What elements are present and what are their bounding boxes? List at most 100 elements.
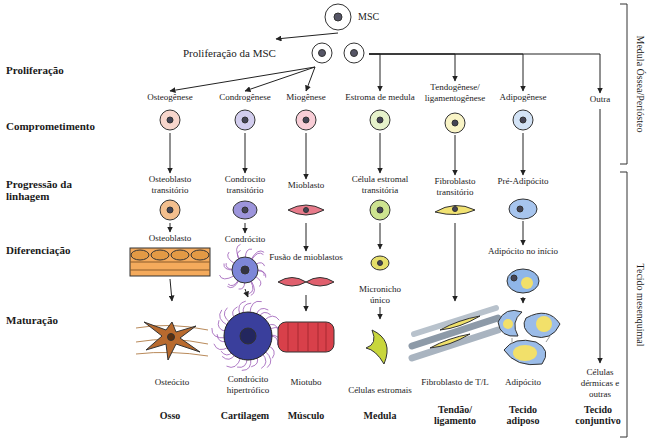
row-label: Comprometimento [6,120,116,132]
osteoblast [191,250,209,260]
stage-label: MSC [358,11,379,23]
early-adipocyte [507,269,539,293]
osteoblast [131,250,149,260]
stage-node: Células estromais [347,320,413,396]
myoblast [278,278,306,287]
stage-node: Condrócito hipertrófico [213,298,283,396]
lineage-arrow [523,297,524,303]
nucleus [378,261,383,266]
lipid-droplet [503,319,513,329]
nucleus [334,13,342,21]
myotube [278,322,334,352]
stage-label: Fibroblasto de T/L [405,377,505,388]
lineage-arrow [170,67,315,91]
stage-node: Osteoblasto transitório [138,174,202,222]
nucleus [242,117,248,123]
osteoblasts [131,250,209,260]
lineage-arrow [523,133,524,175]
cell [160,110,180,130]
stage-node: Outra [580,94,620,108]
cell [371,256,389,270]
lineage-arrow [306,223,307,251]
fiber [251,280,255,295]
osteoblast [171,250,189,260]
stage-node: Micronicho único [348,250,412,306]
lineage-arrow [380,133,381,173]
fiber [255,276,261,286]
stage-label: Condrócito hipertrófico [213,374,283,396]
lineage-arrow [600,109,601,363]
stage-label: Fusão de mioblastos [264,252,348,263]
nucleus [241,266,249,274]
nucleus [511,275,517,281]
daughter-cell [344,43,364,63]
stage-label: Osteócito [134,377,210,388]
lineage-arrow [245,133,246,173]
lipid-droplet [536,316,552,332]
cells [130,4,560,370]
fiber [228,280,238,286]
cell [370,200,390,220]
fiber [414,308,496,334]
row-label: Proliferação [6,64,96,76]
tissue-label: Músculo [276,410,336,421]
stage-node: Condrócito [215,234,275,288]
lineage-arrow [380,223,381,249]
stage-label: Micronicho único [348,284,412,306]
lineage-arrow [170,279,172,301]
row-label: Progressão da linhagem [6,178,90,202]
lineage-arrow [523,221,524,245]
fiber [220,275,235,279]
nucleus [304,208,309,213]
stage-label: Miogênese [277,92,335,103]
adipocyte [524,313,560,337]
tissue-label: Osso [137,410,203,421]
stage-label: Proliferação da MSC [183,47,369,60]
nuclei [167,117,526,126]
nucleus [167,117,173,123]
stage-label: Pré-Adipócito [488,176,558,187]
stage-node: Mioblasto [276,180,336,222]
stage-label: Célula estromal transitória [345,174,415,196]
stage-node: Células dérmicas e outras [575,364,625,400]
stage-node: Osteogênese [137,92,203,132]
cell [235,110,255,130]
matrix [130,262,210,270]
stage-label: Tendogênese/ ligamentogênese [415,82,495,104]
lineage-arrow [369,54,600,93]
cell [288,205,324,215]
tissue-label: Tecido conjuntivo [571,404,625,426]
lipid-droplet [513,345,537,361]
cell [445,113,465,133]
tissue-label: Tecido adiposo [495,404,551,426]
nucleus [377,207,383,213]
tendon-fibers [412,308,498,358]
stage-node: Adipogênese [490,92,556,132]
osteoblast-layer [130,248,210,276]
fibroblast [440,316,480,330]
stage-label: Condrócito [215,234,275,245]
stage-label: Estroma de medula [342,92,418,103]
maturation-arrow [512,336,550,344]
nuclei [167,206,523,213]
brackets [620,4,627,437]
stage-label: Células estromais [347,385,413,396]
cell [370,110,390,130]
bracket [620,4,627,164]
stage-node: Fibroblasto transitório [420,176,490,222]
stage-label: Fibroblasto transitório [420,176,490,198]
lineage-arrow [455,223,456,301]
stage-node: Adipócito [478,304,568,388]
tissue-label: Cartilagem [212,410,278,421]
daughter-cell [312,43,332,63]
region-label: Tecido mesenquimal [634,205,646,405]
stage-node: Pré-Adipócito [488,176,558,220]
stage-label: Mioblasto [276,180,336,191]
adipocyte [498,310,522,336]
nucleus [453,207,458,212]
nucleus [520,117,526,123]
lineage-arrow [306,295,307,311]
stage-label: Adipócito no início [481,246,565,257]
